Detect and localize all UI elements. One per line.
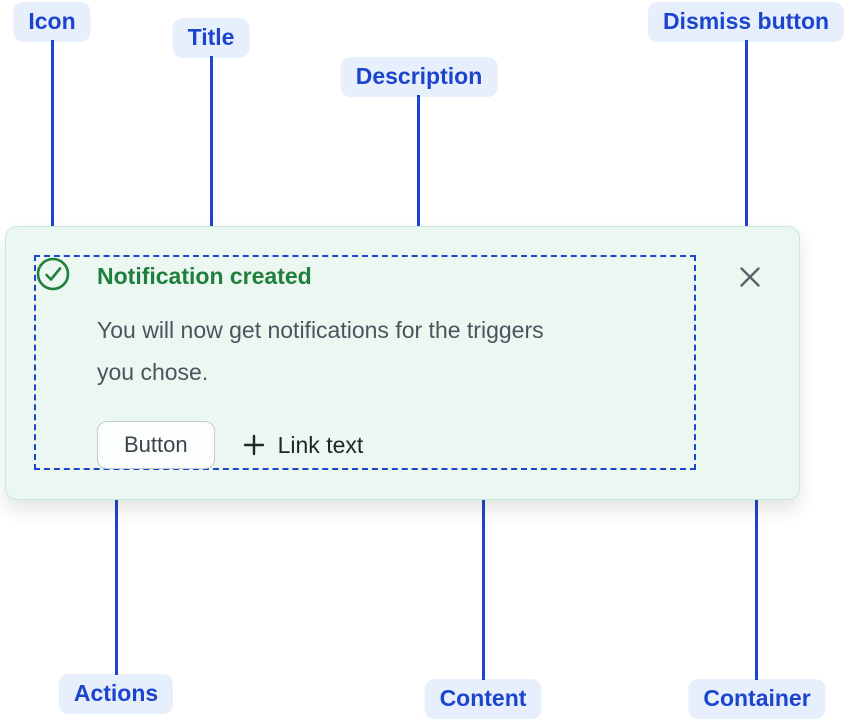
annotation-label-description: Description [340, 57, 498, 97]
close-icon [736, 263, 764, 291]
flag-action-link-label: Link text [277, 431, 364, 458]
dismiss-button[interactable] [728, 255, 772, 299]
annotation-label-actions: Actions [58, 674, 174, 714]
flag-actions-row: Button Link text [97, 421, 363, 469]
annotation-label-container: Container [688, 679, 826, 719]
container-connector-line [749, 464, 764, 680]
icon-connector-line [45, 40, 60, 254]
flag-description-line: you chose. [97, 359, 209, 385]
flag-action-link[interactable]: Link text [241, 431, 364, 459]
annotation-label-content: Content [424, 679, 542, 719]
plus-icon [241, 432, 267, 458]
annotation-label-dismiss-button: Dismiss button [647, 2, 845, 42]
flag-action-button[interactable]: Button [97, 421, 215, 469]
flag-description-line: You will now get notifications for the t… [97, 317, 544, 343]
flag-container: Notification created You will now get no… [5, 226, 800, 500]
annotation-label-icon: Icon [13, 2, 91, 42]
dismiss-connector-line [739, 40, 754, 254]
flag-description: You will now get notifications for the t… [97, 309, 544, 393]
flag-content-outline [34, 255, 696, 470]
annotation-label-title: Title [172, 18, 250, 58]
flag-title: Notification created [97, 263, 312, 289]
success-check-circle-icon [36, 257, 70, 291]
